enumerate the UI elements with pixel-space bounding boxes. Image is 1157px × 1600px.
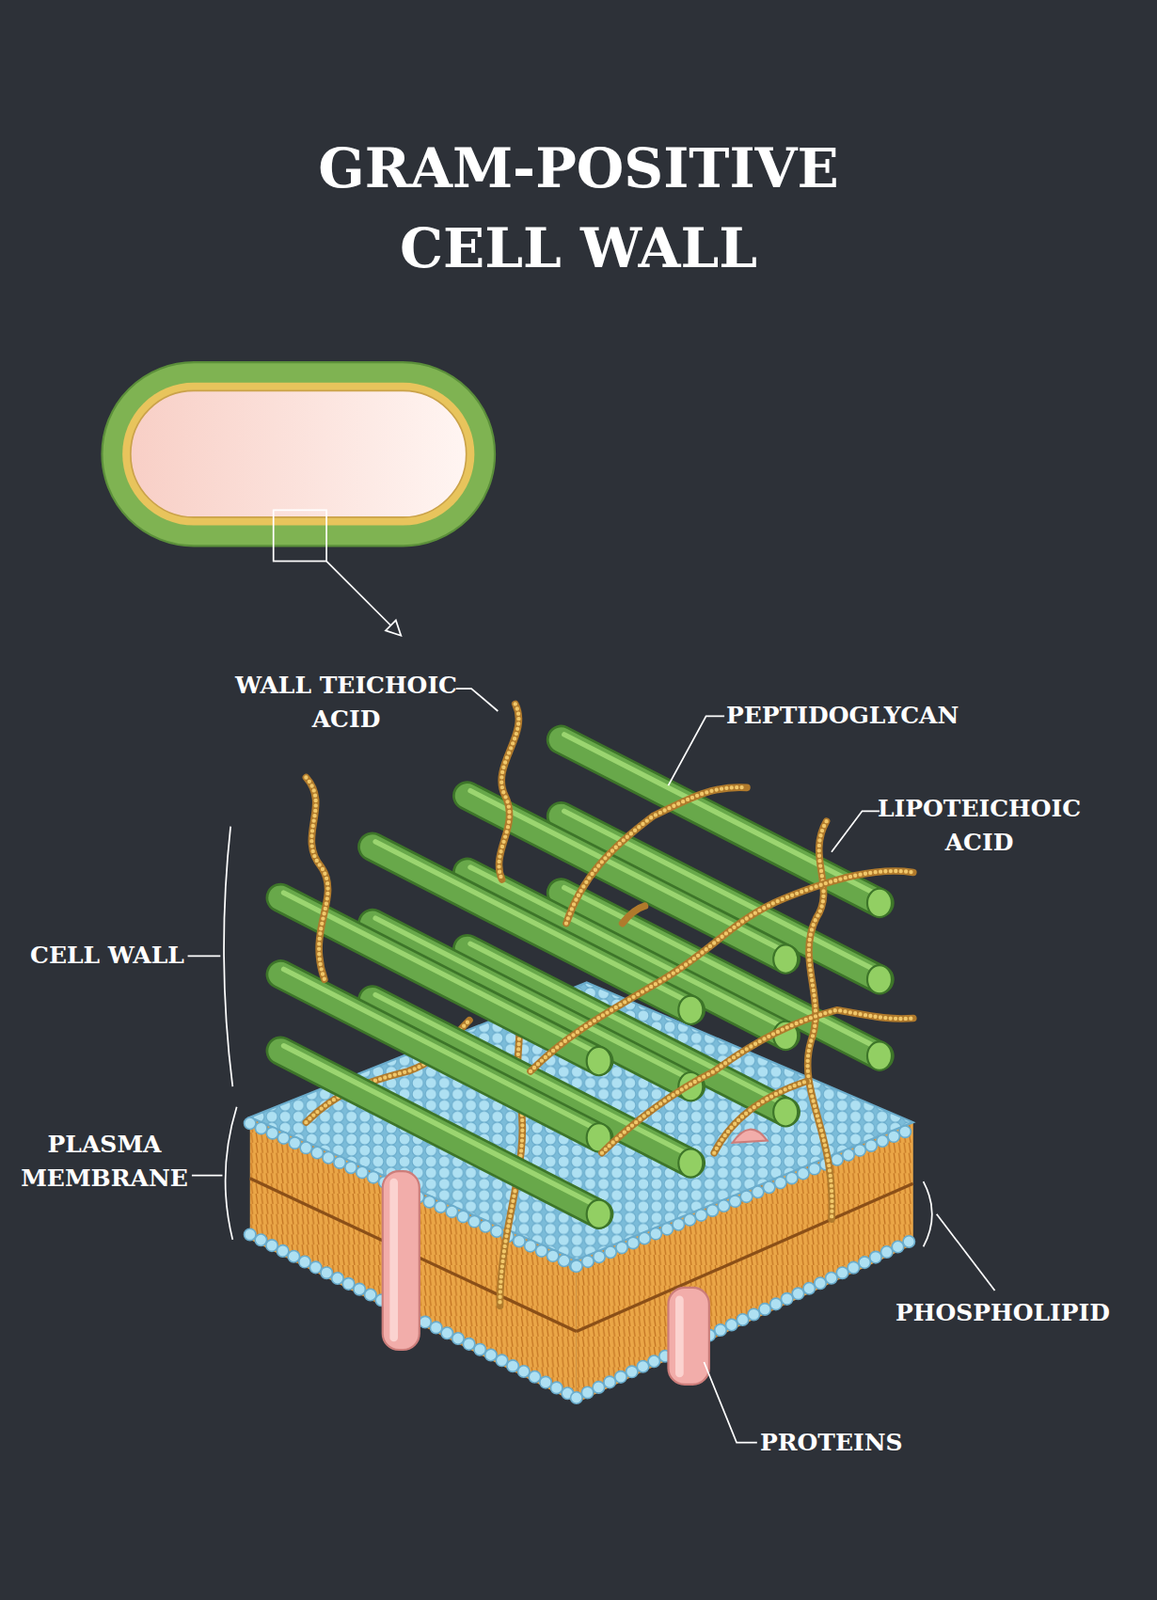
part-label: CELL WALL bbox=[30, 938, 200, 973]
part-label: PLASMA MEMBRANE bbox=[15, 1127, 194, 1196]
teichoic-beads bbox=[566, 787, 747, 924]
leader-line bbox=[703, 1362, 757, 1443]
teichoic-acid-strands bbox=[305, 703, 913, 1220]
bracket bbox=[225, 1107, 238, 1240]
cell-yellow-band bbox=[122, 382, 475, 526]
teichoic-beads bbox=[602, 1010, 914, 1154]
title: GRAM-POSITIVE CELL WALL bbox=[249, 128, 908, 289]
part-label: WALL TEICHOIC ACID bbox=[233, 668, 460, 737]
teichoic-strand bbox=[602, 1010, 914, 1154]
part-label: PHOSPHOLIPID bbox=[895, 1296, 1141, 1331]
leader-line bbox=[667, 715, 725, 786]
leader-line bbox=[191, 1174, 223, 1177]
phospholipid-heads-row bbox=[576, 1239, 914, 1398]
teichoic-strand bbox=[530, 871, 914, 1072]
teichoic-beads bbox=[530, 871, 914, 1072]
leader-line bbox=[188, 954, 222, 957]
teichoic-beads bbox=[498, 703, 519, 880]
teichoic-strand bbox=[305, 777, 328, 981]
protein-highlight bbox=[389, 1178, 398, 1343]
surface-protein bbox=[732, 1129, 768, 1143]
membrane-protein bbox=[382, 1171, 420, 1350]
part-label: LIPOTEICHOIC ACID bbox=[866, 792, 1093, 860]
phospholipid-heads-row bbox=[576, 1128, 914, 1267]
zoom-box bbox=[273, 509, 327, 561]
membrane-protein bbox=[667, 1287, 709, 1385]
bracket bbox=[223, 826, 233, 1088]
part-label: PEPTIDOGLYCAN bbox=[726, 698, 1009, 733]
teichoic-beads bbox=[713, 1081, 807, 1154]
teichoic-strand bbox=[498, 703, 519, 880]
leader-line bbox=[831, 810, 880, 852]
zoom-arrow bbox=[326, 561, 398, 634]
peptidoglycan-rod bbox=[372, 841, 703, 1025]
peptidoglycan-rod bbox=[561, 734, 892, 918]
peptidoglycan-rod bbox=[467, 791, 798, 974]
cell-outer-wall bbox=[101, 362, 495, 546]
part-label: PROTEINS bbox=[760, 1426, 1005, 1460]
protein-highlight bbox=[675, 1296, 684, 1379]
teichoic-beads bbox=[305, 777, 328, 981]
phospholipid-heads-row bbox=[576, 1239, 914, 1398]
teichoic-strand bbox=[622, 905, 646, 923]
teichoic-strand bbox=[566, 787, 747, 924]
cell-cytoplasm bbox=[130, 390, 467, 517]
leader-line bbox=[456, 688, 498, 712]
leader-line bbox=[936, 1214, 996, 1291]
teichoic-strand bbox=[713, 1081, 807, 1154]
leader-lines bbox=[188, 688, 996, 1443]
bracket bbox=[923, 1181, 933, 1247]
phospholipid-heads-row bbox=[576, 1128, 914, 1267]
zoom-arrowhead bbox=[385, 619, 401, 635]
